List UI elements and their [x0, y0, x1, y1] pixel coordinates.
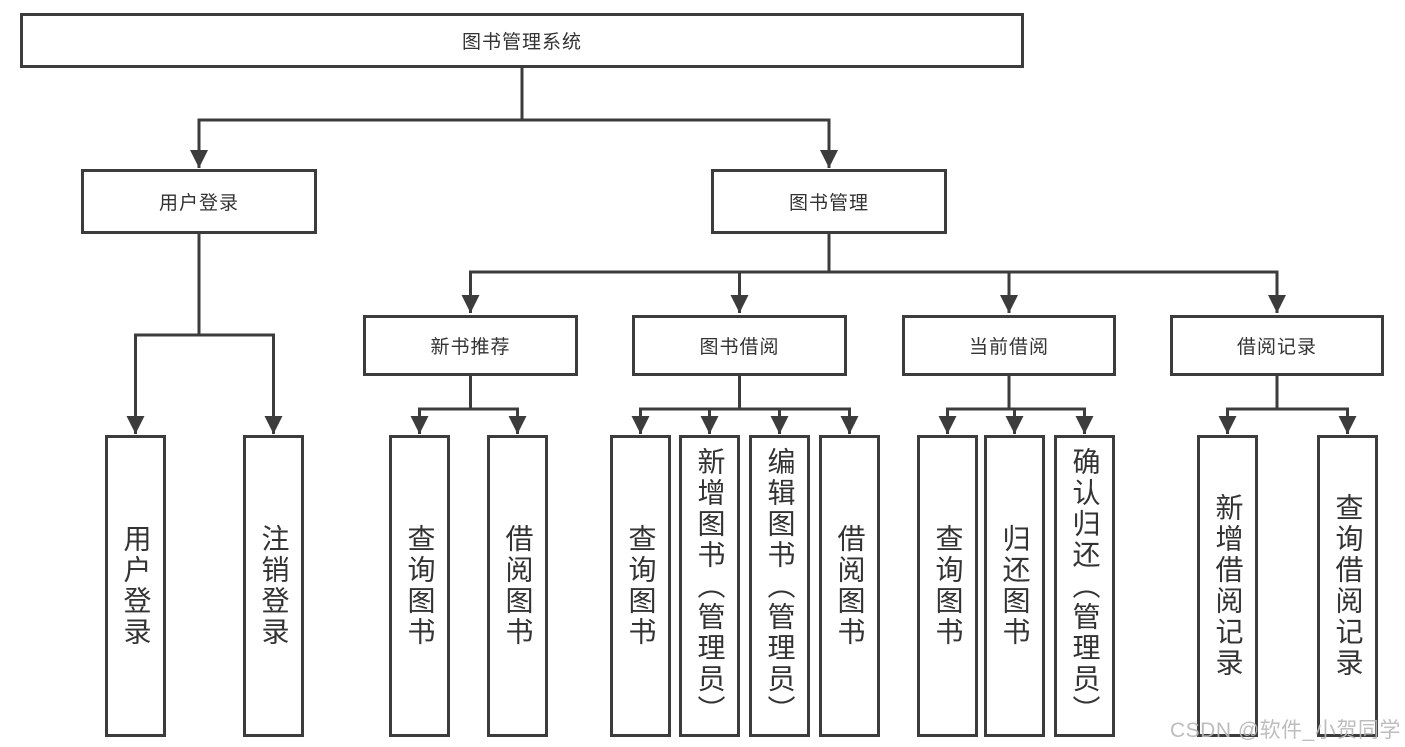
node-leaf-add-borrow-record: 新增借阅记录: [1197, 435, 1258, 737]
node-book-borrowing: 图书借阅: [632, 315, 847, 376]
connector-new-book-branch: [410, 376, 527, 434]
node-label: 新增借阅记录: [1212, 493, 1244, 679]
node-leaf-query-books-1: 查询图书: [389, 435, 450, 737]
node-leaf-user-login: 用户登录: [105, 435, 166, 737]
node-book-management: 图书管理: [711, 169, 947, 234]
node-borrowing-records: 借阅记录: [1170, 315, 1384, 376]
node-label: 编辑图书（管理员）: [764, 446, 796, 726]
node-label: 用户登录: [120, 524, 152, 648]
node-label: 借阅图书: [834, 524, 866, 648]
node-new-book-recommend: 新书推荐: [363, 315, 578, 376]
node-label: 借阅图书: [502, 524, 534, 648]
node-leaf-query-books-2: 查询图书: [610, 435, 671, 737]
connector-root-to-level2: [190, 67, 838, 168]
node-leaf-borrow-books-2: 借阅图书: [819, 435, 880, 737]
node-current-borrowing: 当前借阅: [902, 315, 1116, 376]
node-label: 查询图书: [625, 524, 657, 648]
node-leaf-return-books: 归还图书: [984, 435, 1045, 737]
connector-borrowing-records-branch: [1218, 376, 1357, 434]
node-label: 确认归还（管理员）: [1069, 446, 1101, 726]
node-label: 当前借阅: [968, 337, 1049, 358]
node-label: 注销登录: [258, 524, 290, 648]
node-label: 图书借阅: [699, 337, 780, 358]
connector-book-management-branch: [461, 234, 1286, 313]
csdn-watermark: CSDN @软件_小贺同学: [1170, 719, 1401, 742]
node-label: 用户登录: [158, 193, 239, 214]
node-leaf-confirm-return-admin: 确认归还（管理员）: [1054, 435, 1115, 737]
node-label: 新书推荐: [430, 337, 511, 358]
node-library-management-system: 图书管理系统: [20, 13, 1024, 68]
node-label: 新增图书（管理员）: [694, 446, 726, 726]
node-leaf-borrow-books-1: 借阅图书: [487, 435, 548, 737]
connector-current-borrowing-branch: [938, 376, 1094, 434]
node-leaf-query-borrow-record: 查询借阅记录: [1317, 435, 1378, 737]
node-leaf-add-books-admin: 新增图书（管理员）: [679, 435, 740, 737]
connector-book-borrowing-branch: [631, 376, 859, 434]
node-leaf-logout: 注销登录: [243, 435, 304, 737]
node-label: 归还图书: [999, 524, 1031, 648]
node-label: 查询借阅记录: [1332, 493, 1364, 679]
node-label: 图书管理: [788, 193, 869, 214]
node-label: 图书管理系统: [461, 32, 582, 53]
node-leaf-query-books-3: 查询图书: [917, 435, 978, 737]
node-leaf-edit-books-admin: 编辑图书（管理员）: [749, 435, 810, 737]
node-user-login: 用户登录: [81, 169, 317, 234]
node-label: 查询图书: [404, 524, 436, 648]
connector-user-login-branch: [126, 234, 283, 434]
node-label: 借阅记录: [1236, 337, 1317, 358]
node-label: 查询图书: [932, 524, 964, 648]
